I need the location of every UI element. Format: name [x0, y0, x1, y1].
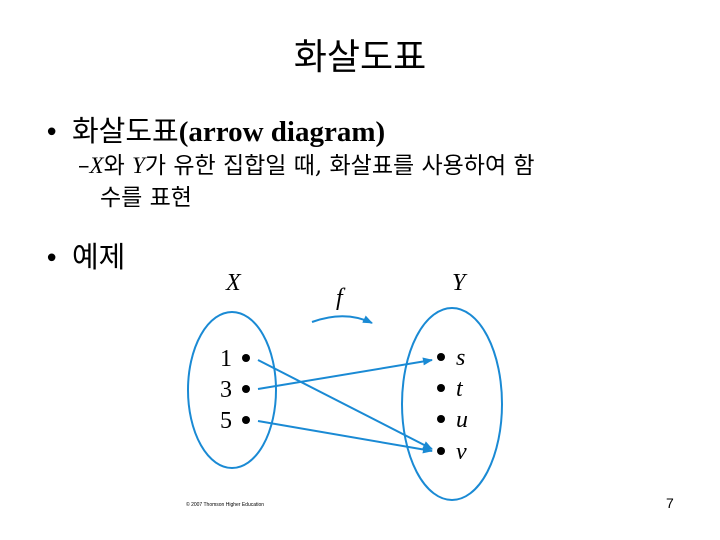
bullet-example-text: 예제 — [72, 240, 126, 274]
set-x-label: X — [225, 270, 242, 296]
page-number: 7 — [666, 495, 674, 511]
y-dot-u — [437, 415, 445, 423]
x-element-3: 3 — [220, 377, 232, 403]
function-label: f — [336, 285, 346, 311]
y-element-t: t — [456, 376, 464, 402]
sub-bullet: –X와 Y가 유한 집합일 때, 화살표를 사용하여 함 수를 표현 — [78, 150, 678, 214]
y-dot-v — [437, 447, 445, 455]
x-dot-1 — [242, 354, 250, 362]
y-element-v: v — [456, 439, 467, 465]
bullet-example: • 예제 — [44, 234, 125, 276]
x-dot-3 — [242, 385, 250, 393]
function-arrow — [311, 315, 373, 324]
y-element-s: s — [456, 345, 465, 371]
arrow-5-to-v — [257, 420, 433, 454]
arrow-3-to-s — [257, 357, 433, 390]
y-dot-s — [437, 353, 445, 361]
bullet-text-en: (arrow diagram) — [178, 116, 386, 148]
y-element-u: u — [456, 407, 468, 433]
bullet-dot: • — [44, 118, 60, 148]
slide-title: 화살도표 — [293, 37, 427, 78]
var-x: X — [89, 153, 104, 178]
sub-text-1: 와 — [103, 153, 133, 179]
copyright-text: © 2007 Thomson Higher Education — [186, 502, 265, 508]
set-x-ellipse — [187, 311, 277, 469]
y-dot-t — [437, 384, 445, 392]
set-y-label: Y — [452, 270, 468, 296]
arrow-1-to-v — [257, 359, 433, 450]
set-y-ellipse — [401, 307, 503, 501]
bullet-arrow-diagram: • 화살도표(arrow diagram) — [44, 108, 385, 150]
x-element-1: 1 — [220, 346, 232, 372]
bullet-text-kr: 화살도표 — [72, 114, 179, 148]
x-dot-5 — [242, 416, 250, 424]
x-element-5: 5 — [220, 408, 232, 434]
sub-text-2: 가 유한 집합일 때, 화살표를 사용하여 함 — [144, 153, 535, 179]
bullet-dot-2: • — [44, 244, 60, 274]
var-y: Y — [132, 153, 145, 178]
sub-text-3: 수를 표현 — [100, 185, 192, 211]
sub-dash: – — [78, 153, 90, 179]
